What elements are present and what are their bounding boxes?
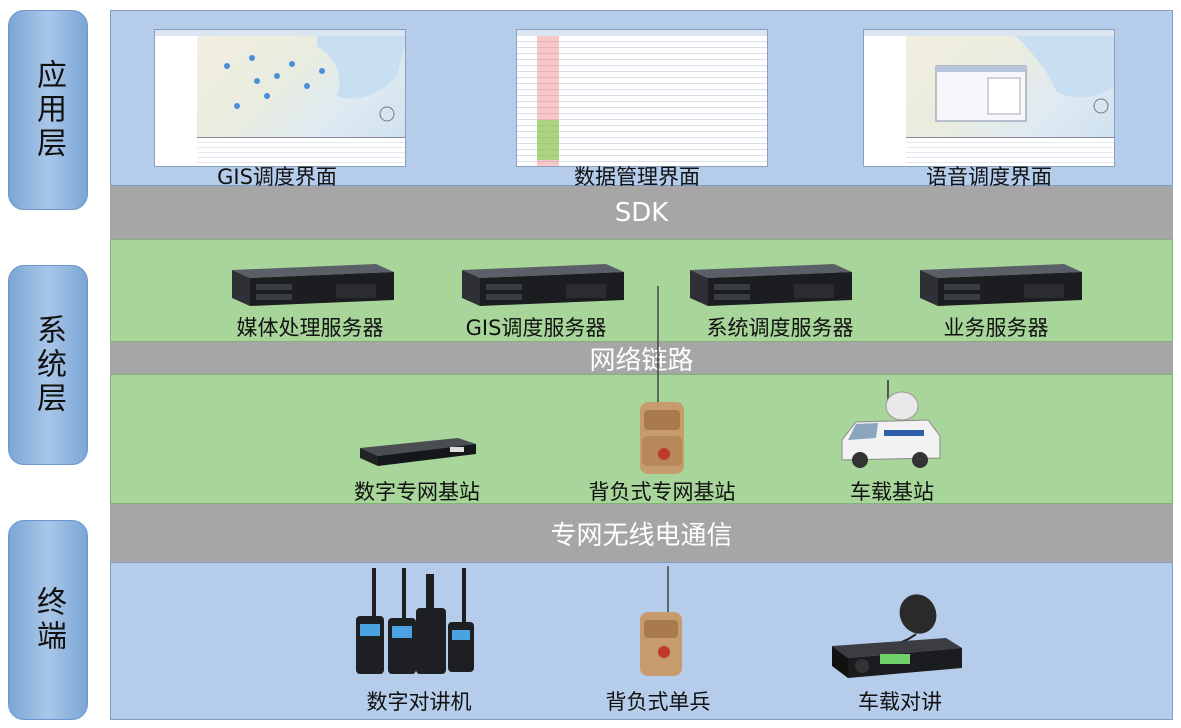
- gis-screen-thumbnail: [154, 29, 406, 167]
- private-radio-bar: 专网无线电通信: [110, 504, 1173, 562]
- digital-walkie-talkie-icon: [356, 568, 474, 674]
- voice-dispatch-screen-caption: 语音调度界面: [926, 165, 1052, 189]
- digital-base-station-label: 数字专网基站: [354, 480, 480, 504]
- voice-map-icon: [935, 36, 1114, 122]
- business-server-label: 业务服务器: [943, 316, 1049, 340]
- side-label-terminal-layer: 终端: [8, 520, 88, 720]
- data-management-screen-thumbnail: [516, 29, 768, 167]
- app-layer-band: GIS调度界面 数据管理界面 语音调度界面: [110, 10, 1173, 189]
- vehicle-base-station-icon: [841, 380, 941, 468]
- media-server-icon: [232, 264, 394, 306]
- vehicle-radio-label: 车载对讲: [858, 690, 942, 714]
- backpack-soldier-label: 背负式单兵: [605, 690, 711, 714]
- backpack-soldier-icon: [640, 566, 682, 676]
- voice-dispatch-screen-thumbnail: [863, 29, 1115, 167]
- backpack-base-station-icon: [640, 286, 684, 474]
- vehicle-base-station-label: 车载基站: [850, 480, 934, 504]
- digital-base-station-icon: [360, 438, 476, 466]
- gis-screen-caption: GIS调度界面: [217, 165, 337, 189]
- map-markers-icon: [224, 36, 405, 122]
- digital-walkie-talkie-label: 数字对讲机: [366, 690, 472, 714]
- business-server-icon: [920, 264, 1082, 306]
- data-management-screen-caption: 数据管理界面: [574, 165, 700, 189]
- side-label-app-layer: 应用层: [8, 10, 88, 210]
- network-link-bar: 网络链路: [110, 342, 1173, 376]
- dispatch-server-label: 系统调度服务器: [706, 316, 854, 340]
- media-server-label: 媒体处理服务器: [236, 316, 384, 340]
- gis-server-icon: [462, 264, 624, 306]
- sdk-bar: SDK: [110, 186, 1173, 239]
- gis-server-label: GIS调度服务器: [465, 316, 607, 340]
- vehicle-radio-icon: [832, 594, 962, 678]
- side-label-system-layer: 系统层: [8, 265, 88, 465]
- dispatch-server-icon: [690, 264, 852, 306]
- backpack-base-station-label: 背负式专网基站: [588, 480, 736, 504]
